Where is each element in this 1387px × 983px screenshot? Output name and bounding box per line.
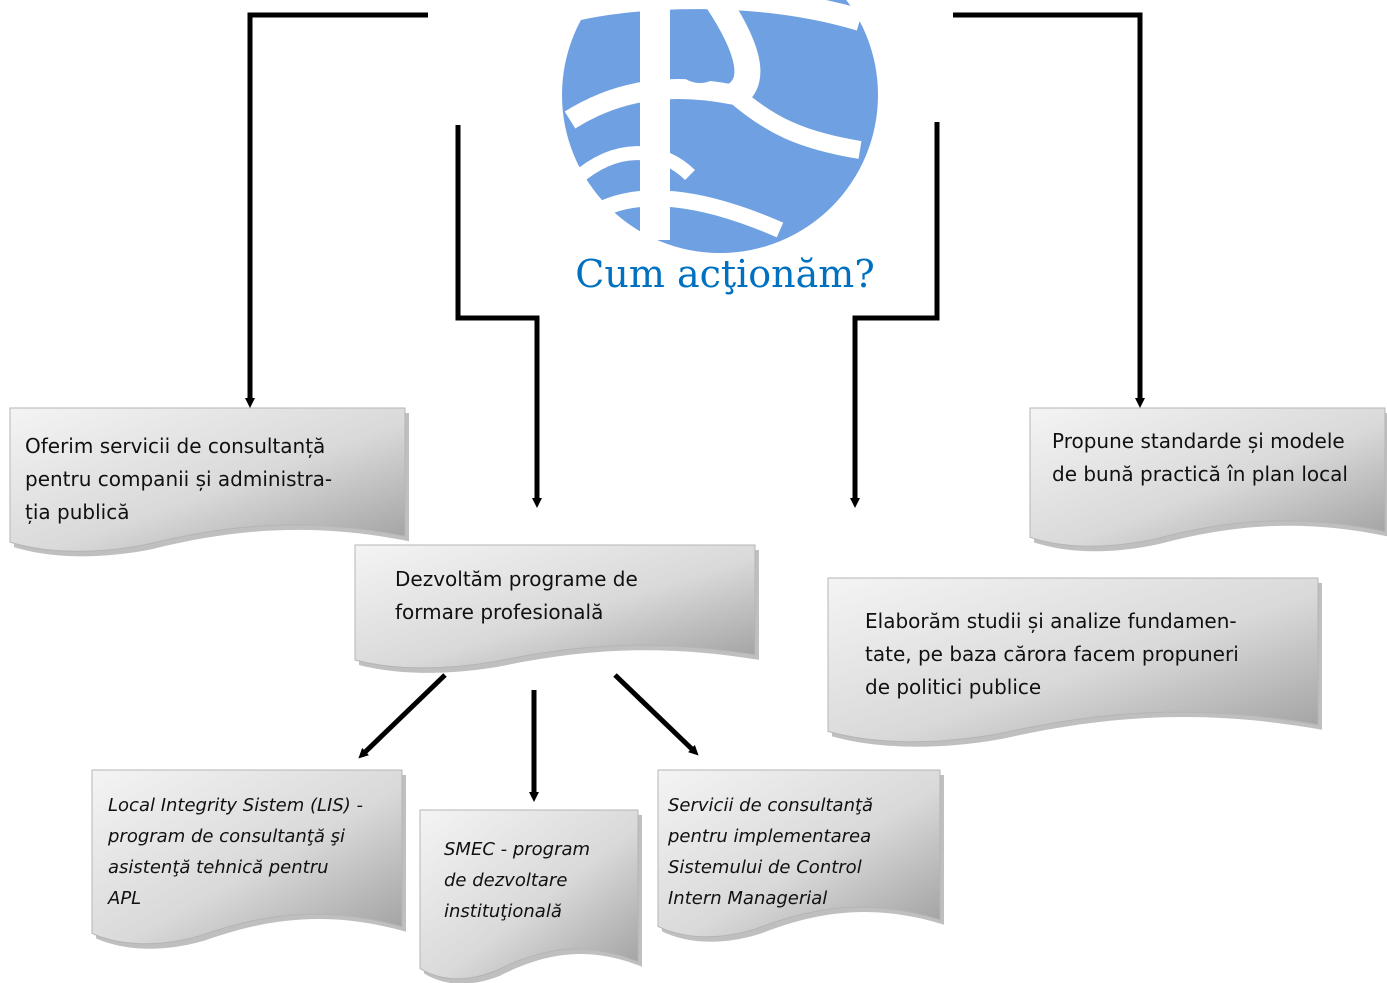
diagram-title: Cum acţionăm? — [575, 252, 875, 296]
box-training-shape — [354, 544, 756, 669]
box-standards-text: Propune standarde și modele de bună prac… — [1052, 429, 1348, 486]
box-training-text: Dezvoltăm programe de formare profesiona… — [395, 567, 638, 624]
box-studies-shape — [827, 577, 1319, 743]
connector-to-training — [455, 125, 542, 508]
logo-globe-icon — [562, 0, 878, 253]
connector-to-consultancy — [245, 12, 428, 408]
box-smec-shape — [419, 809, 639, 980]
arrow-to-lis — [358, 673, 447, 759]
box-scim-text: Servicii de consultanţă pentru implement… — [668, 795, 874, 909]
box-scim-shape — [657, 769, 941, 938]
box-lis-text: Local Integrity Sistem (LIS) - program d… — [108, 795, 364, 909]
box-lis-shape — [91, 769, 403, 945]
connector-to-standards — [953, 12, 1145, 408]
arrow-to-scim — [613, 673, 699, 756]
box-smec-text: SMEC - program de dezvoltare instituţion… — [444, 839, 591, 922]
box-studies-text: Elaborăm studii și analize fundamen- tat… — [865, 609, 1239, 699]
box-consultancy-text: Oferim servicii de consultanță pentru co… — [25, 434, 333, 524]
connector-to-studies — [850, 122, 940, 508]
box-standards-shape — [1029, 407, 1386, 547]
box-consultancy-shape — [9, 407, 406, 552]
